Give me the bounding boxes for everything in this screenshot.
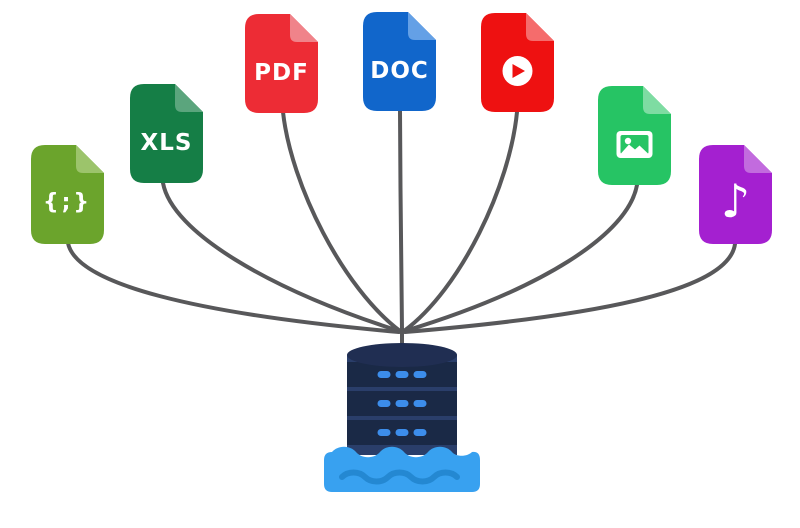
connector-xls [161,181,401,333]
water-icon [324,446,480,492]
image-sun-dot [624,137,632,145]
water-wave-line [339,469,460,485]
file-fold-corner [408,12,436,40]
image-file-shape [598,86,671,185]
play-icon [502,56,533,86]
connector-audio [403,242,737,334]
file-icon-xls: XLS [130,84,203,183]
connector-image [403,183,639,333]
database-dash [395,371,409,378]
connector-doc [398,109,404,333]
file-icon-image [598,86,671,185]
connector-lines [66,109,737,348]
audio-file-shape [699,145,772,244]
music-note-icon: ♪ [720,173,751,228]
xls-file-shape [130,84,203,183]
play-triangle [512,64,525,78]
file-fold-corner [643,86,671,114]
file-fold-corner [76,145,104,173]
file-icon-code: {;} [31,145,104,244]
pdf-file-label: PDF [254,60,309,86]
database-dash [413,371,427,378]
file-icon-audio: ♪ [699,145,772,244]
connector-video [402,110,519,333]
doc-file-shape [363,12,436,111]
file-fold-corner [744,145,772,173]
code-braces-icon: {;} [42,190,93,215]
doc-file-label: DOC [370,58,429,84]
file-icon-pdf: PDF [245,14,318,113]
database-top [347,343,457,367]
code-file-shape [31,145,104,244]
file-fold-corner [175,84,203,112]
image-icon [616,131,653,158]
water-body [324,446,480,492]
database-dash [377,400,391,407]
database-dash [377,371,391,378]
connector-code [66,241,401,334]
video-file-shape [481,13,554,112]
file-icon-doc: DOC [363,12,436,111]
database-dash [413,400,427,407]
database-icon [347,343,457,455]
database-dash [413,429,427,436]
file-fold-corner [290,14,318,42]
xls-file-label: XLS [140,130,193,156]
file-fold-corner [526,13,554,41]
file-icon-video [481,13,554,112]
database-dash [395,400,409,407]
database-dash [377,429,391,436]
image-mountains [620,144,649,154]
database-dash [395,429,409,436]
connector-pdf [281,110,402,333]
pdf-file-shape [245,14,318,113]
